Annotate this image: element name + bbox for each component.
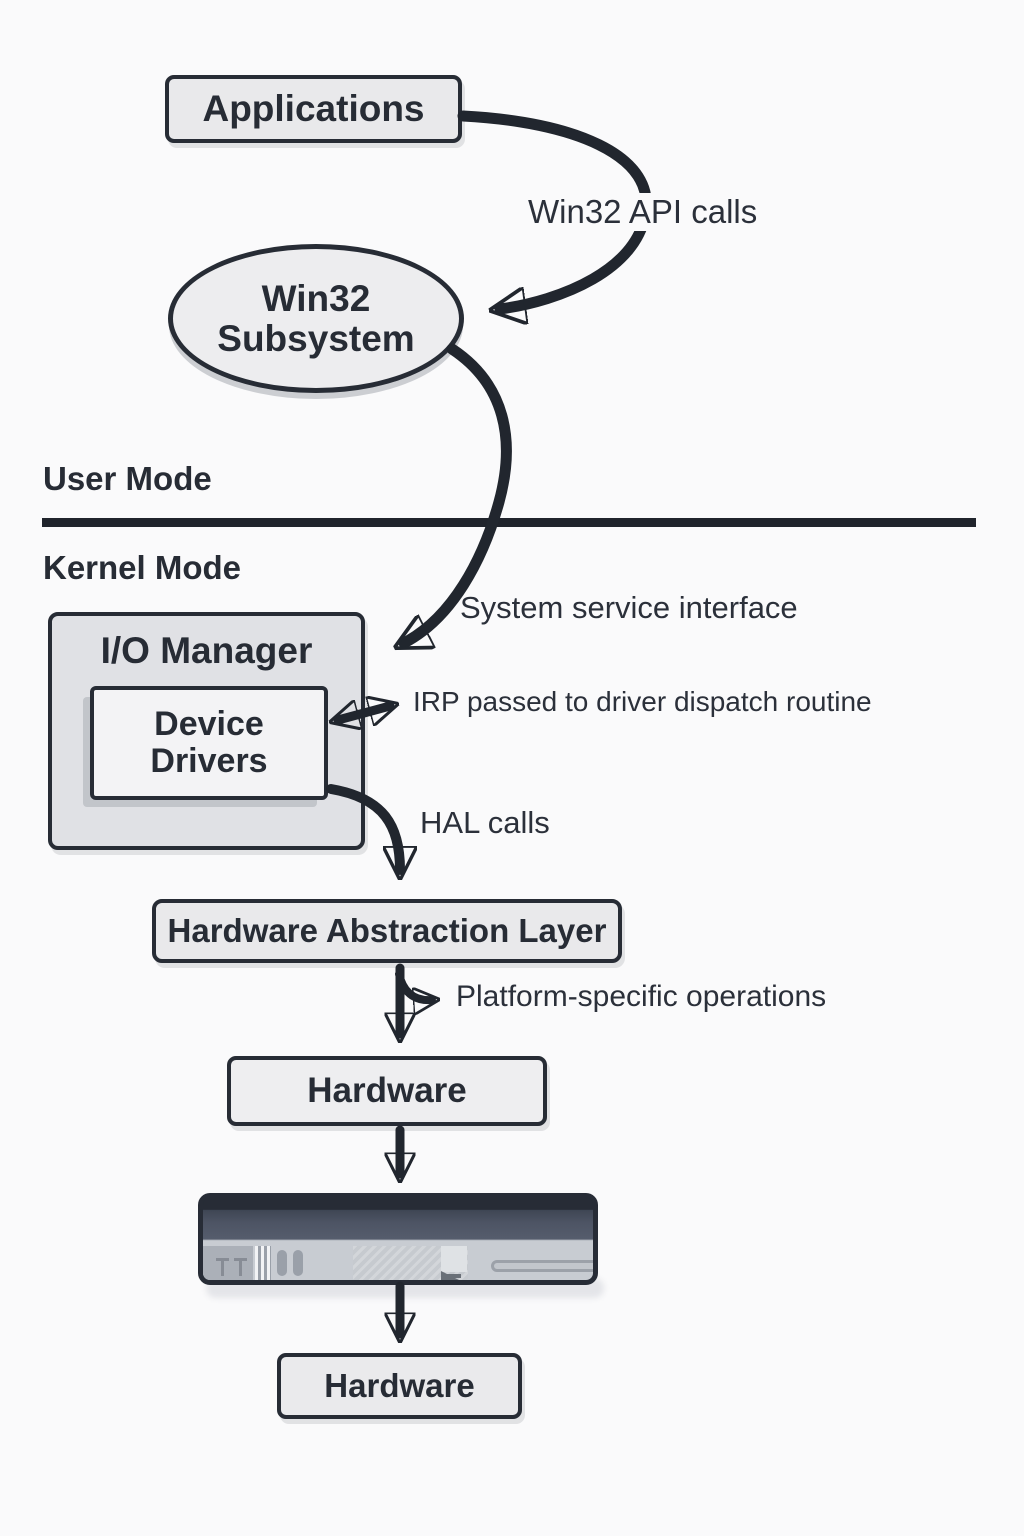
hardware-node-upper: Hardware: [227, 1056, 547, 1126]
win32-subsystem-line1: Win32: [261, 277, 371, 319]
win32-api-calls-label: Win32 API calls: [524, 193, 762, 231]
photo-drive-slot: [491, 1260, 593, 1272]
photo-bar: [293, 1250, 303, 1276]
win32-subsystem-line2: Subsystem: [217, 317, 415, 359]
photo-vent-stripes: [255, 1246, 271, 1280]
photo-bar: [277, 1250, 287, 1276]
photo-front-panel: [203, 1246, 593, 1280]
hal-calls-label: HAL calls: [420, 805, 550, 840]
hardware-device-photo: [198, 1193, 598, 1285]
photo-notch: [441, 1246, 467, 1280]
platform-specific-operations-label: Platform-specific operations: [456, 980, 827, 1013]
photo-port-mark: [234, 1258, 247, 1276]
device-drivers-line1: Device: [154, 705, 264, 744]
hal-node: Hardware Abstraction Layer: [152, 899, 622, 963]
system-service-interface-label: System service interface: [460, 590, 798, 625]
device-drivers-line2: Drivers: [150, 742, 268, 780]
hardware-node-lower: Hardware: [277, 1353, 522, 1419]
mode-divider-line: [42, 518, 976, 527]
photo-left-panel: [203, 1246, 253, 1280]
photo-dash: [443, 1274, 461, 1278]
photo-port-mark: [216, 1258, 229, 1276]
user-mode-label: User Mode: [43, 460, 212, 497]
device-drivers-node: Device Drivers: [90, 686, 328, 800]
arrow-platform-specific-branch: [395, 970, 432, 1000]
win32-subsystem-node: Win32 Subsystem: [168, 244, 464, 393]
irp-passed-label: IRP passed to driver dispatch routine: [413, 686, 872, 717]
kernel-mode-label: Kernel Mode: [43, 549, 242, 586]
io-manager-title: I/O Manager: [100, 630, 313, 671]
applications-node: Applications: [165, 75, 462, 143]
